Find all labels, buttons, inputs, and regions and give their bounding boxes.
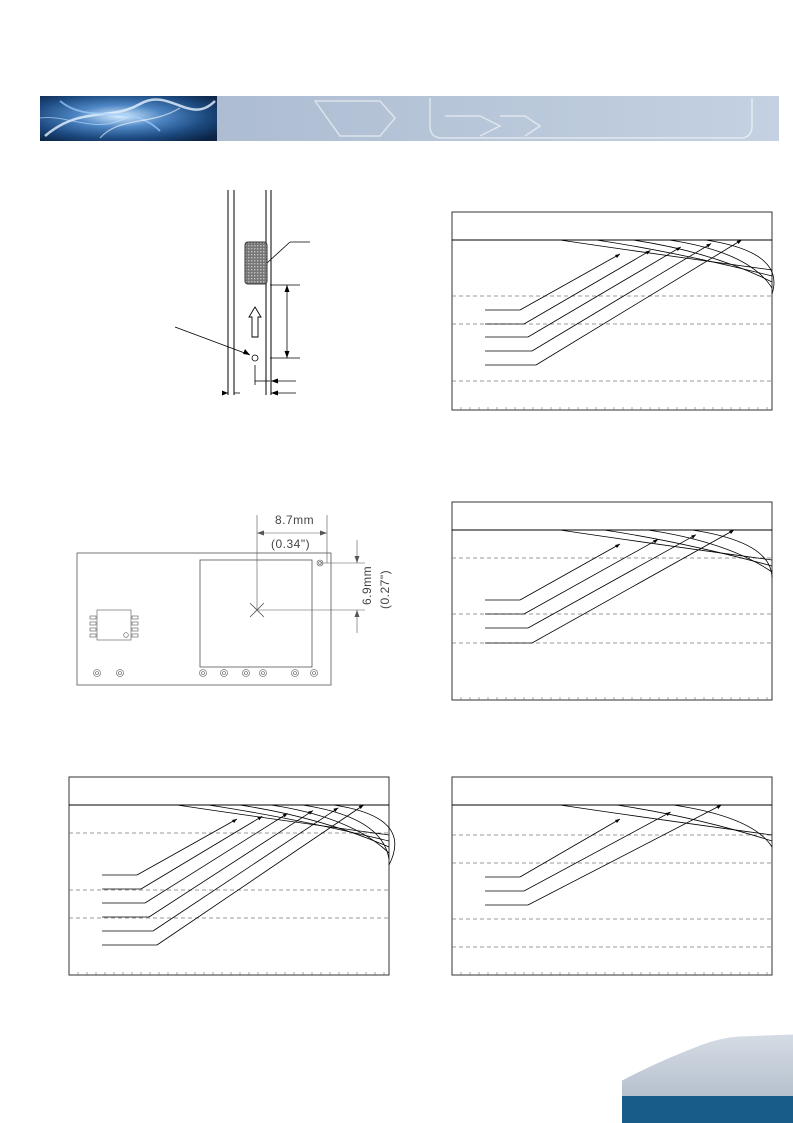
chart-frame xyxy=(451,776,773,976)
series-derating-curve xyxy=(333,804,396,866)
header-banner xyxy=(40,96,779,141)
series-curve xyxy=(523,250,651,325)
pcb-layout-diagram: 8.7mm (0.34") 6.9mm (0.27") xyxy=(76,513,392,686)
component-pad xyxy=(244,241,268,285)
vertical-dimension-imperial: (0.27") xyxy=(378,570,392,609)
series-curve xyxy=(152,807,339,932)
derating-chart-bottom-left xyxy=(68,776,396,976)
series-curve xyxy=(144,813,288,904)
banner-logo-outline xyxy=(313,98,753,139)
derating-chart-top-right xyxy=(451,211,775,411)
derating-chart-middle-right xyxy=(451,501,773,701)
series-derating-curve xyxy=(603,529,773,567)
series-curve xyxy=(519,818,621,878)
chart-frame xyxy=(451,501,773,701)
series-curve xyxy=(527,804,722,906)
series-derating-curve xyxy=(673,804,773,848)
series-derating-curve xyxy=(705,239,775,295)
series-arrowhead xyxy=(358,805,364,809)
chart-frame xyxy=(451,211,773,411)
banner-photo xyxy=(40,96,217,141)
series-derating-curve xyxy=(596,239,773,277)
direction-arrow xyxy=(248,306,262,338)
series-curve xyxy=(136,818,238,876)
series-curve xyxy=(527,246,682,338)
solder-pads xyxy=(93,669,318,677)
series-curve xyxy=(156,804,364,946)
series-arrowhead xyxy=(615,544,620,548)
series-curve xyxy=(531,529,735,644)
vertical-dimension: 6.9mm xyxy=(360,566,374,605)
series-derating-curve xyxy=(616,804,773,842)
series-derating-curve xyxy=(691,529,773,579)
series-curve xyxy=(523,811,671,892)
series-arrowhead xyxy=(308,810,313,815)
horizontal-dimension-imperial: (0.34") xyxy=(271,537,310,551)
series-curve xyxy=(535,239,742,366)
series-arrowhead xyxy=(645,250,651,255)
series-derating-curve xyxy=(647,529,773,573)
pin-1-marker xyxy=(251,354,259,362)
series-arrowhead xyxy=(729,530,734,534)
series-arrowhead xyxy=(736,240,742,244)
soic-chip-icon xyxy=(89,609,139,641)
series-derating-curve xyxy=(270,804,390,854)
series-curve xyxy=(140,815,263,890)
derating-chart-bottom-right xyxy=(451,776,773,976)
series-derating-curve xyxy=(559,529,773,561)
series-arrowhead xyxy=(615,254,620,258)
series-curve xyxy=(148,810,314,918)
series-curve xyxy=(531,243,712,352)
footer-band xyxy=(621,1033,793,1123)
series-arrowhead xyxy=(706,243,712,248)
pcb-outline xyxy=(76,552,332,686)
series-derating-curve xyxy=(632,239,773,283)
series-arrowhead xyxy=(615,819,620,823)
footer-blue-bar xyxy=(622,1096,793,1123)
series-derating-curve xyxy=(302,804,390,860)
series-arrowhead xyxy=(232,819,237,823)
series-curve xyxy=(523,538,659,615)
series-derating-curve xyxy=(559,239,773,271)
series-curve xyxy=(519,253,621,311)
series-arrowhead xyxy=(257,816,263,821)
series-curve xyxy=(527,534,697,629)
horizontal-dimension: 8.7mm xyxy=(275,513,314,527)
series-arrowhead xyxy=(282,813,288,818)
series-arrowhead xyxy=(653,539,658,544)
series-derating-curve xyxy=(669,239,773,289)
chart-frame xyxy=(68,776,390,976)
shield-outline xyxy=(199,559,313,668)
series-arrowhead xyxy=(691,534,696,539)
series-curve xyxy=(519,543,621,601)
series-arrowhead xyxy=(333,807,339,812)
series-derating-curve xyxy=(559,804,773,836)
orientation-diagram xyxy=(174,190,310,396)
series-arrowhead xyxy=(716,805,722,809)
